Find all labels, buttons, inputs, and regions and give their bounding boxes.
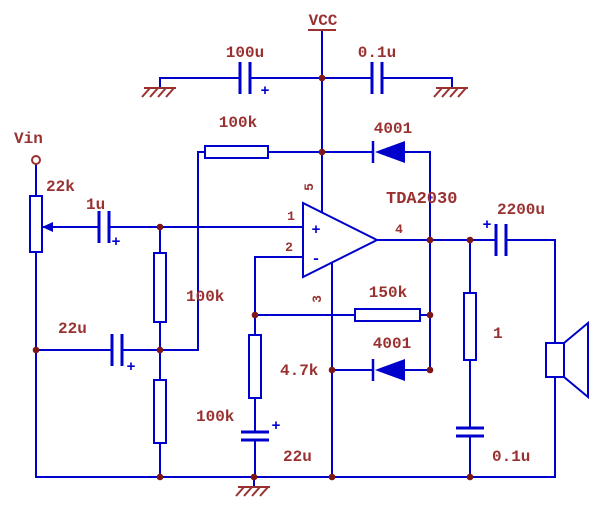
polarity-100u: +	[260, 83, 269, 100]
capacitor-22u-feedback	[241, 430, 269, 442]
vcc-label: VCC	[309, 12, 338, 30]
opamp-plus-sign: +	[311, 222, 320, 239]
polarity-22u-bypass: +	[126, 359, 135, 376]
resistor-100k-top	[204, 145, 269, 159]
pin2-label: 2	[285, 240, 293, 255]
cap-2200u-label: 2200u	[497, 201, 545, 219]
cap-22u-feedback-label: 22u	[283, 448, 312, 466]
res-150k-label: 150k	[369, 284, 408, 302]
pot-wiper-arrow	[42, 222, 53, 232]
res-1ohm-label: 1	[493, 325, 503, 343]
capacitor-0.1u-supply	[370, 62, 384, 94]
polarity-22u-feedback: +	[271, 418, 280, 435]
cap-0.1u-zobel-label: 0.1u	[492, 448, 530, 466]
potentiometer-22k	[29, 195, 53, 253]
capacitor-100u-supply	[238, 62, 252, 94]
capacitor-22u-bypass	[110, 334, 124, 366]
diode-4001-bottom-label: 4001	[373, 335, 411, 353]
pin1-label: 1	[287, 209, 295, 224]
speaker-horn	[563, 320, 589, 400]
pot-body	[29, 195, 43, 253]
vin-terminal-circle	[31, 155, 41, 165]
speaker-body	[545, 342, 565, 378]
diode-4001-top-label: 4001	[374, 120, 412, 138]
pin3-label: 3	[310, 295, 325, 303]
speaker-icon	[545, 320, 589, 400]
diode-arrow	[375, 141, 405, 163]
ic-name-label: TDA2030	[386, 190, 457, 209]
capacitor-2200u-output	[494, 224, 508, 256]
diode-4001-top	[371, 141, 405, 163]
ground-symbol-bottom	[235, 486, 270, 497]
resistor-100k-bottom	[153, 379, 167, 444]
vin-label: Vin	[14, 130, 43, 148]
opamp-triangle	[302, 201, 380, 279]
res-100k-top-label: 100k	[219, 114, 258, 132]
resistor-150k-feedback	[354, 308, 421, 322]
capacitor-0.1u-zobel	[456, 426, 484, 438]
pin5-label: 5	[302, 183, 317, 191]
wire-segments	[35, 31, 556, 488]
pin4-label: 4	[395, 222, 403, 237]
ground-symbol-top-right	[433, 87, 468, 98]
cap-1u-label: 1u	[86, 196, 105, 214]
ground-symbol-top-left	[141, 87, 176, 98]
cap-100u-label: 100u	[226, 44, 264, 62]
cap-0.1u-supply-label: 0.1u	[358, 44, 396, 62]
pot-22k-label: 22k	[46, 178, 75, 196]
polarity-2200u: +	[482, 217, 491, 234]
diode-arrow	[375, 359, 405, 381]
diode-4001-bottom	[371, 359, 405, 381]
resistor-4.7k	[248, 334, 262, 399]
capacitor-1u-input	[97, 211, 111, 243]
resistor-100k-mid	[153, 252, 167, 323]
polarity-1u: +	[111, 234, 120, 251]
res-100k-mid-label: 100k	[186, 288, 225, 306]
opamp-minus-sign: -	[311, 251, 320, 268]
res-4.7k-label: 4.7k	[280, 362, 319, 380]
resistor-1ohm-zobel	[463, 292, 477, 361]
res-100k-bottom-label: 100k	[196, 408, 235, 426]
junction-dots	[32, 74, 474, 481]
cap-22u-bypass-label: 22u	[58, 320, 87, 338]
